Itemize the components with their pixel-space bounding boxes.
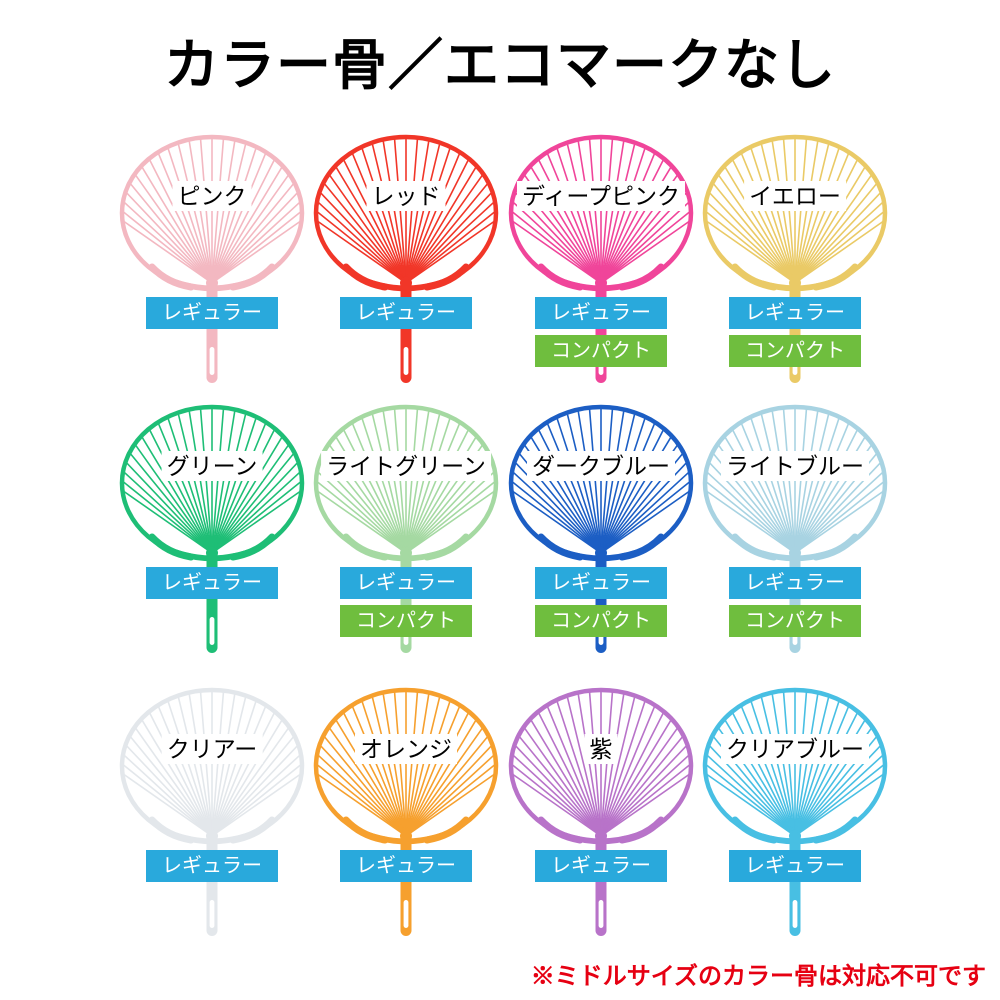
size-badges: レギュラー [340, 850, 472, 882]
size-badges: レギュラー [729, 850, 861, 882]
fan-card: ライトブルー レギュラーコンパクト [698, 403, 892, 655]
compact-size-badge: コンパクト [729, 335, 861, 367]
compact-size-badge: コンパクト [535, 605, 667, 637]
fan-color-label: レッド [366, 181, 446, 211]
uchiwa-fan-icon [115, 686, 309, 938]
fan-card: ピンク レギュラー [115, 133, 309, 385]
size-badges: レギュラーコンパクト [535, 567, 667, 637]
compact-size-badge: コンパクト [729, 605, 861, 637]
footnote: ※ミドルサイズのカラー骨は対応不可です [530, 963, 986, 990]
fan-color-label: グリーン [161, 451, 263, 481]
uchiwa-fan-icon [115, 133, 309, 385]
size-badges: レギュラー [146, 297, 278, 329]
uchiwa-fan-icon [309, 133, 503, 385]
fan-color-label: クリアー [161, 734, 263, 764]
size-badges: レギュラーコンパクト [535, 297, 667, 367]
fan-color-label: 紫 [584, 734, 618, 764]
fan-card: ダークブルー レギュラーコンパクト [504, 403, 698, 655]
regular-size-badge: レギュラー [340, 297, 472, 329]
fan-color-label: ディープピンク [516, 181, 686, 211]
fan-color-label: イエロー [744, 181, 846, 211]
regular-size-badge: レギュラー [729, 850, 861, 882]
size-badges: レギュラー [146, 850, 278, 882]
regular-size-badge: レギュラー [535, 850, 667, 882]
page-title: カラー骨／エコマークなし [163, 34, 836, 96]
fan-card: イエロー レギュラーコンパクト [698, 133, 892, 385]
fan-color-label: クリアブルー [721, 734, 869, 764]
fan-color-label: ピンク [172, 181, 252, 211]
uchiwa-fan-icon [115, 403, 309, 655]
size-badges: レギュラーコンパクト [340, 567, 472, 637]
size-badges: レギュラー [340, 297, 472, 329]
size-badges: レギュラーコンパクト [729, 297, 861, 367]
fan-card: オレンジ レギュラー [309, 686, 503, 938]
fan-card: ディープピンク レギュラーコンパクト [504, 133, 698, 385]
fan-card: クリアブルー レギュラー [698, 686, 892, 938]
fan-color-label: オレンジ [355, 734, 457, 764]
fan-color-label: ライトブルー [721, 451, 869, 481]
compact-size-badge: コンパクト [535, 335, 667, 367]
fan-card: クリアー レギュラー [115, 686, 309, 938]
regular-size-badge: レギュラー [146, 567, 278, 599]
uchiwa-fan-icon [698, 686, 892, 938]
uchiwa-fan-icon [309, 686, 503, 938]
fan-card: 紫 レギュラー [504, 686, 698, 938]
compact-size-badge: コンパクト [340, 605, 472, 637]
regular-size-badge: レギュラー [146, 297, 278, 329]
regular-size-badge: レギュラー [535, 567, 667, 599]
regular-size-badge: レギュラー [340, 850, 472, 882]
fan-card: レッド レギュラー [309, 133, 503, 385]
regular-size-badge: レギュラー [729, 297, 861, 329]
size-badges: レギュラー [535, 850, 667, 882]
uchiwa-fan-icon [504, 686, 698, 938]
fan-color-label: ライトグリーン [321, 451, 491, 481]
fan-card: ライトグリーン レギュラーコンパクト [309, 403, 503, 655]
regular-size-badge: レギュラー [340, 567, 472, 599]
regular-size-badge: レギュラー [535, 297, 667, 329]
fan-card: グリーン レギュラー [115, 403, 309, 655]
size-badges: レギュラーコンパクト [729, 567, 861, 637]
regular-size-badge: レギュラー [146, 850, 278, 882]
size-badges: レギュラー [146, 567, 278, 599]
regular-size-badge: レギュラー [729, 567, 861, 599]
fan-color-label: ダークブルー [527, 451, 675, 481]
